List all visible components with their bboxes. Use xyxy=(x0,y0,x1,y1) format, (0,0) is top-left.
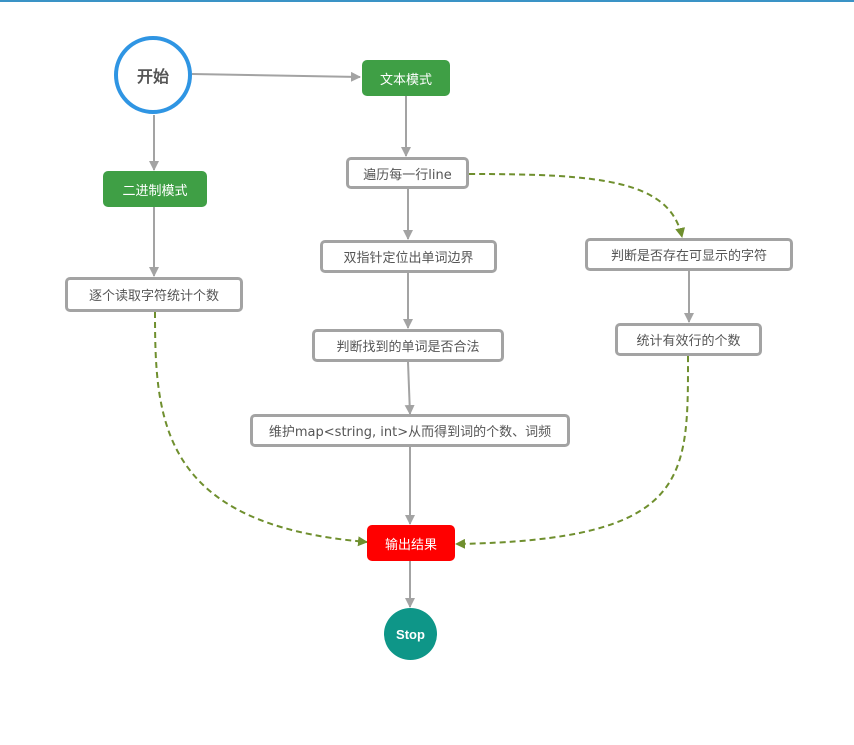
start-node[interactable]: 开始 xyxy=(114,36,192,114)
count-valid-lines-node[interactable]: 统计有效行的个数 xyxy=(615,323,762,356)
binary-mode-node[interactable]: 二进制模式 xyxy=(103,171,207,207)
judge-word-node[interactable]: 判断找到的单词是否合法 xyxy=(312,329,504,362)
edge-start-to-text-mode xyxy=(191,71,361,82)
top-border-line xyxy=(0,0,854,2)
edge-judge-word-to-maintain-map xyxy=(404,361,415,415)
output-node[interactable]: 输出结果 xyxy=(367,525,455,561)
judge-printable-node[interactable]: 判断是否存在可显示的字符 xyxy=(585,238,793,271)
stop-node[interactable]: Stop xyxy=(384,608,437,660)
maintain-map-node[interactable]: 维护map<string, int>从而得到词的个数、词频 xyxy=(250,414,570,447)
two-pointer-node[interactable]: 双指针定位出单词边界 xyxy=(320,240,497,273)
edge-traverse-to-judge-printable xyxy=(468,173,686,238)
text-mode-node[interactable]: 文本模式 xyxy=(362,60,450,96)
edge-count-lines-to-output xyxy=(455,355,690,549)
traverse-lines-node[interactable]: 遍历每一行line xyxy=(346,157,469,189)
edge-read-chars-to-output xyxy=(154,311,368,547)
read-chars-node[interactable]: 逐个读取字符统计个数 xyxy=(65,277,243,312)
